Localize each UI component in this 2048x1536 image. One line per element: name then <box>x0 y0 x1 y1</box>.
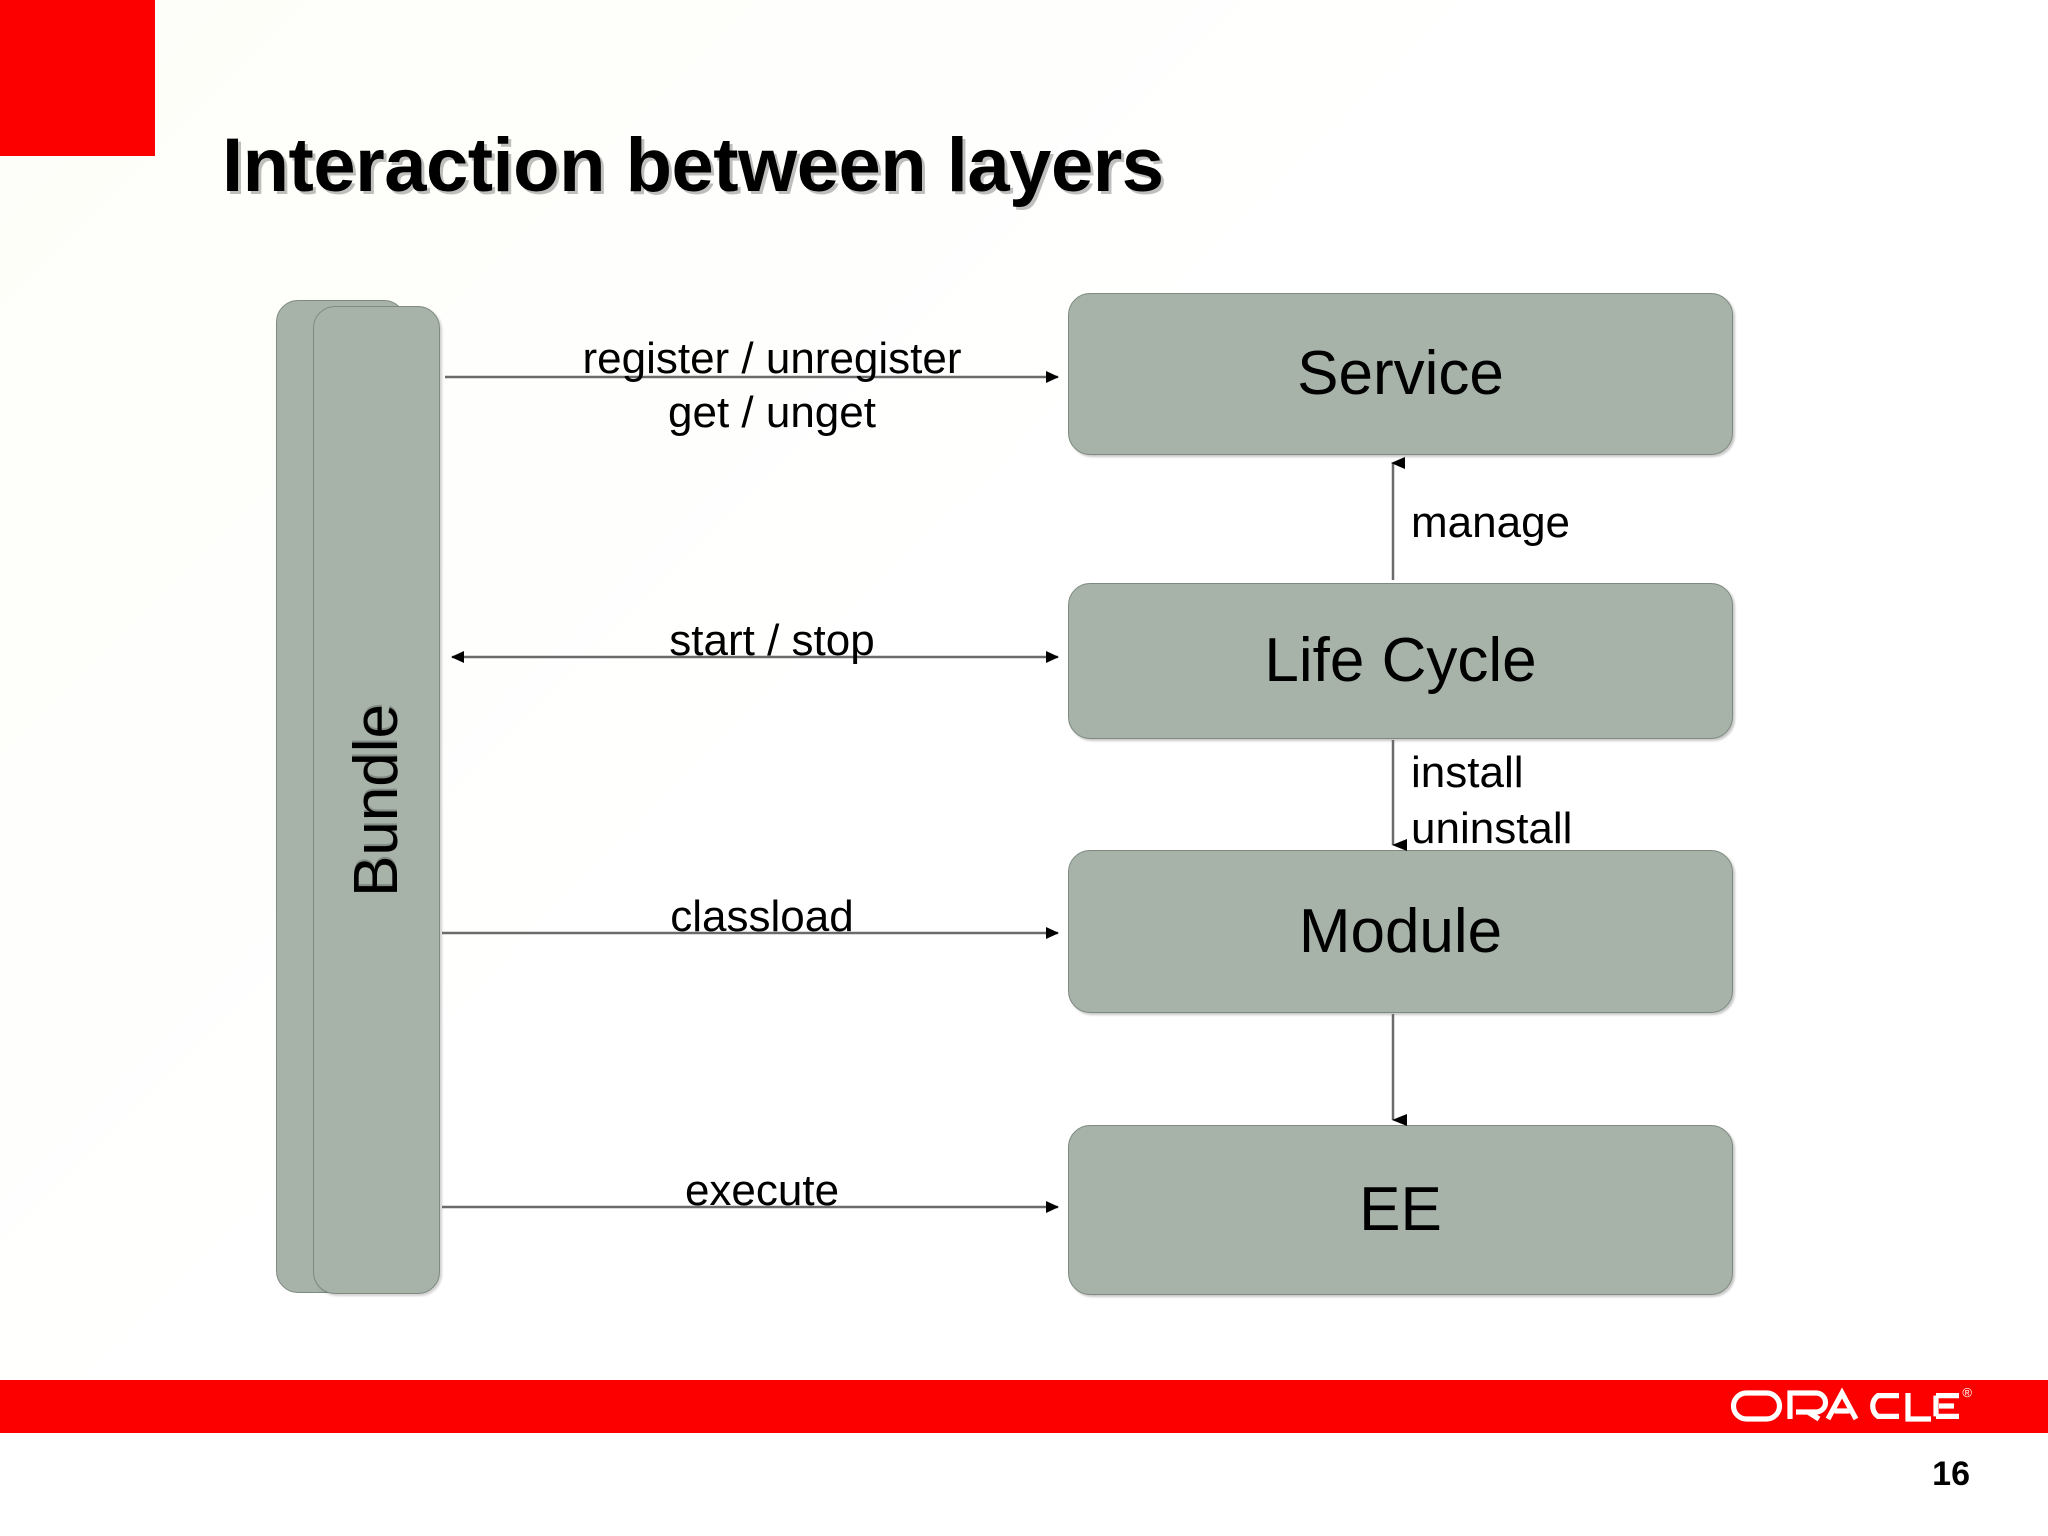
oracle-wordmark-icon <box>1731 1387 1960 1422</box>
layer-box-ee[interactable]: EE <box>1068 1125 1733 1295</box>
layer-label-ee: EE <box>1359 1175 1442 1244</box>
layer-box-lifecycle[interactable]: Life Cycle <box>1068 583 1733 739</box>
edge-label-uninstall: uninstall <box>1411 804 1573 853</box>
page-title: Interaction between layers <box>222 123 1164 208</box>
edge-label-start-stop: start / stop <box>669 616 875 665</box>
oracle-logo: ® <box>1730 1383 1972 1429</box>
layer-label-module: Module <box>1298 896 1503 966</box>
red-corner-accent <box>0 0 155 156</box>
edge-label-register-unregister: register / unregister <box>582 334 962 383</box>
layer-label-lifecycle: Life Cycle <box>1264 626 1537 695</box>
edge-label-install: install <box>1411 748 1524 797</box>
page-number: 16 <box>1932 1455 1970 1493</box>
bundle-stack-front-card[interactable]: Bundle <box>313 306 440 1294</box>
layer-label-service: Service <box>1297 339 1504 408</box>
trademark-symbol: ® <box>1962 1385 1972 1400</box>
layer-box-service[interactable]: Service <box>1068 293 1733 455</box>
edge-label-classload: classload <box>670 892 854 941</box>
footer-bar <box>0 1380 2048 1433</box>
edge-label-get-unget: get / unget <box>668 388 876 437</box>
layer-box-module[interactable]: Module <box>1068 850 1733 1013</box>
edge-label-manage: manage <box>1411 498 1571 547</box>
edge-label-execute: execute <box>684 1166 840 1215</box>
bundle-label: Bundle <box>342 703 411 897</box>
